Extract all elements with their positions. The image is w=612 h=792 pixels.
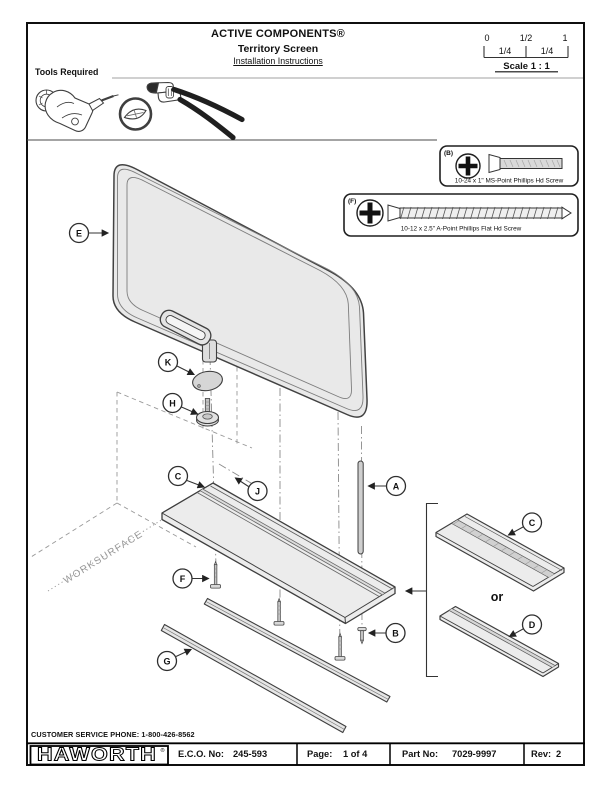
drill-icon bbox=[35, 89, 119, 132]
long-screw-1 bbox=[210, 560, 221, 589]
phillips-bit-magnifier-icon bbox=[118, 97, 153, 131]
worksurface-front-edge bbox=[47, 518, 164, 592]
callout-letters: E K H C J F G A B C D bbox=[76, 228, 536, 666]
callout-G: G bbox=[163, 656, 170, 666]
customer-service-phone: CUSTOMER SERVICE PHONE: 1-800-426-8562 bbox=[31, 730, 195, 739]
callout-F: F bbox=[180, 574, 186, 584]
part-value: 7029-9997 bbox=[452, 749, 497, 759]
tools-illustration bbox=[35, 81, 245, 141]
screw-thread-hatch bbox=[400, 206, 559, 220]
worksurface-label: WORKSURFACE bbox=[62, 529, 145, 587]
trim-strip-upper bbox=[203, 597, 391, 703]
rev-value: 2 bbox=[556, 749, 562, 759]
scale-label: Scale 1 : 1 bbox=[503, 61, 550, 72]
page-value: 1 of 4 bbox=[343, 749, 368, 759]
callout-K: K bbox=[165, 357, 172, 367]
brand-title: ACTIVE COMPONENTS® bbox=[211, 28, 345, 40]
callout-J: J bbox=[255, 486, 260, 496]
part-label: Part No: bbox=[402, 749, 439, 759]
mounting-rail-main bbox=[161, 482, 396, 625]
callout-D: D bbox=[529, 620, 536, 630]
ruler-label-half: 1/2 bbox=[520, 33, 533, 43]
machine-screw-icon bbox=[488, 153, 563, 174]
rail-option-group: or bbox=[404, 502, 565, 678]
or-label: or bbox=[491, 590, 504, 604]
ruler-label-quarter-2: 1/4 bbox=[541, 46, 554, 56]
ruler-label-0: 0 bbox=[484, 33, 489, 43]
screen-panel bbox=[112, 164, 368, 418]
rail-option-D bbox=[439, 605, 560, 678]
callout-E: E bbox=[76, 228, 82, 238]
page-label: Page: bbox=[307, 749, 333, 759]
doc-type-title: Installation Instructions bbox=[233, 56, 323, 66]
screw-box-F-label: 10-12 x 2.5" A-Point Phillips Flat Hd Sc… bbox=[401, 226, 522, 233]
callout-C: C bbox=[175, 471, 182, 481]
callout-C2: C bbox=[529, 518, 536, 528]
callouts: E K H C J F G A B C D bbox=[68, 222, 543, 672]
screw-box-B-label: 10-24 x 1" MS-Point Phillips Hd Screw bbox=[455, 178, 564, 185]
ruler-ticks bbox=[483, 46, 569, 59]
tools-required-label: Tools Required bbox=[35, 67, 99, 77]
rail-knurl-hatch bbox=[452, 520, 548, 574]
logo-registered-mark: ® bbox=[161, 747, 165, 754]
callout-leaders bbox=[89, 229, 524, 657]
long-screw-3 bbox=[334, 632, 346, 661]
hook-bracket bbox=[159, 309, 212, 346]
trim-strip-G bbox=[160, 623, 347, 734]
ruler-label-1: 1 bbox=[562, 33, 567, 43]
rev-label: Rev: bbox=[531, 749, 552, 759]
long-screw-2 bbox=[273, 597, 285, 626]
screw-box-B-tag: (B) bbox=[444, 150, 453, 157]
callout-A: A bbox=[393, 481, 400, 491]
screw-thread-hatch bbox=[503, 159, 561, 168]
logo-box bbox=[29, 745, 169, 766]
spline-rod-A bbox=[357, 460, 364, 555]
scale-ruler: 0 1/2 1 1/4 1/4 Scale 1 : 1 bbox=[483, 33, 569, 73]
rail-option-C bbox=[435, 513, 565, 592]
thumb-knob bbox=[195, 398, 220, 427]
footer-table: HAWORTH ® bbox=[27, 742, 585, 766]
pliers-icon bbox=[146, 81, 245, 141]
haworth-logo: HAWORTH bbox=[37, 745, 157, 765]
short-screw-B bbox=[357, 627, 367, 645]
callout-circles bbox=[68, 222, 543, 672]
grommet-cap bbox=[192, 370, 223, 392]
callout-B: B bbox=[392, 628, 399, 638]
eco-value: 245-593 bbox=[233, 749, 268, 759]
callout-H: H bbox=[169, 398, 176, 408]
screw-box-B: (B) 10-24 x 1" MS-Point Phillips Hd Scre… bbox=[439, 145, 579, 187]
phillips-head-icon bbox=[455, 153, 481, 179]
phillips-head-icon bbox=[356, 199, 384, 227]
ruler-label-quarter-1: 1/4 bbox=[499, 46, 512, 56]
screw-box-F-tag: (F) bbox=[348, 198, 356, 205]
screw-box-F: (F) bbox=[343, 193, 579, 237]
product-title: Territory Screen bbox=[237, 43, 319, 55]
page-border bbox=[26, 22, 585, 766]
eco-label: E.C.O. No: bbox=[178, 749, 224, 759]
